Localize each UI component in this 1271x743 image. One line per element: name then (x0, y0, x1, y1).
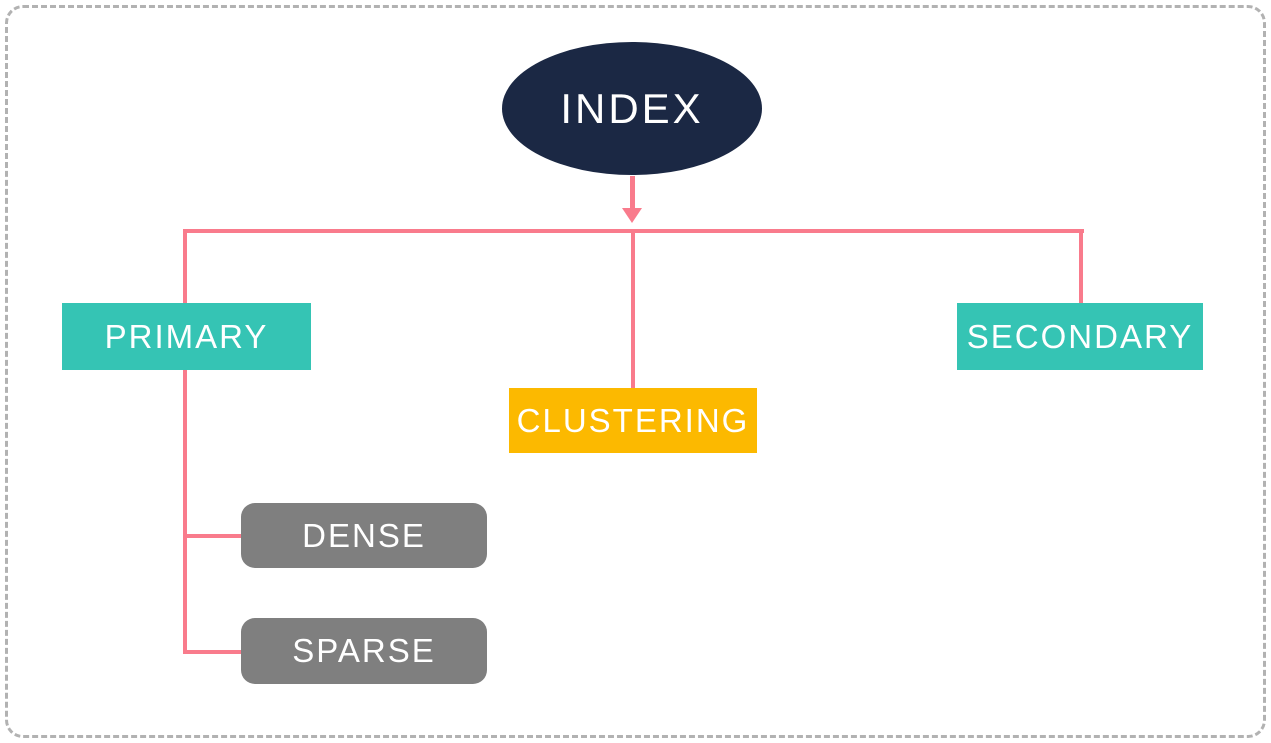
connector-arrow-stem (630, 176, 635, 209)
node-clustering: CLUSTERING (509, 388, 757, 453)
node-clustering-label: CLUSTERING (516, 401, 750, 439)
connector-dense-branch (183, 534, 241, 538)
connector-secondary-branch (1079, 229, 1083, 303)
node-secondary: SECONDARY (957, 303, 1203, 370)
node-dense: DENSE (241, 503, 487, 568)
connector-primary-branch (183, 229, 187, 654)
node-index: INDEX (502, 42, 762, 175)
node-dense-label: DENSE (302, 516, 426, 554)
node-sparse: SPARSE (241, 618, 487, 684)
node-primary: PRIMARY (62, 303, 311, 370)
node-secondary-label: SECONDARY (966, 317, 1194, 355)
node-primary-label: PRIMARY (104, 317, 269, 355)
arrow-down-icon (622, 208, 642, 223)
connector-sparse-branch (183, 650, 241, 654)
node-index-label: INDEX (560, 84, 704, 132)
connector-clustering-branch (631, 229, 635, 388)
node-sparse-label: SPARSE (292, 632, 436, 669)
